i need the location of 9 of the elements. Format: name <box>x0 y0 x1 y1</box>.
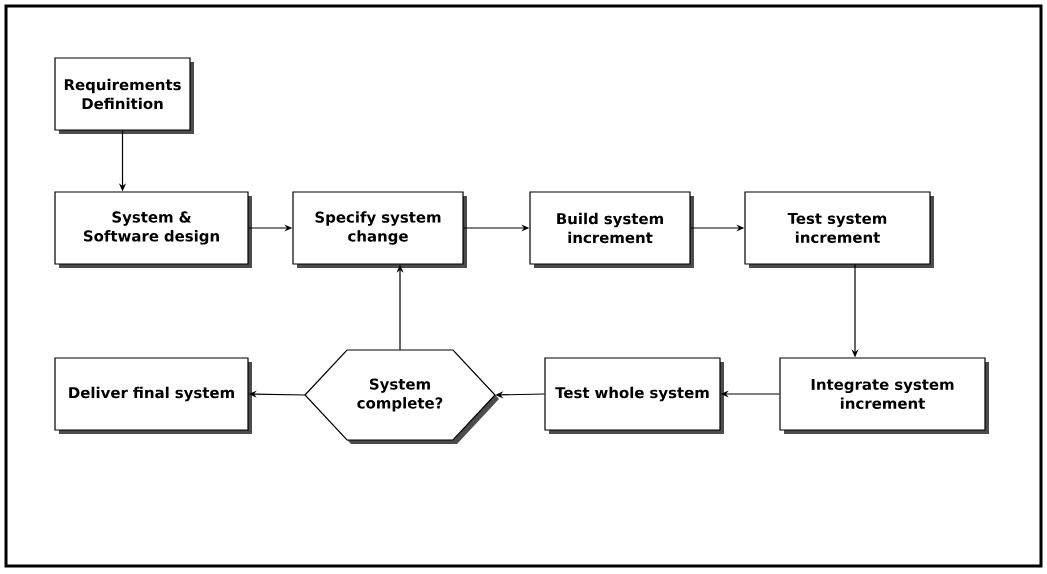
process-box: System & Software design <box>54 191 252 268</box>
process-box: Integrate system increment <box>779 357 989 434</box>
process-box: Requirements Definition <box>54 57 194 134</box>
process-box: Test whole system <box>544 357 724 434</box>
process-box: Build system increment <box>529 191 694 268</box>
decision-hexagon: System complete? <box>304 349 499 444</box>
process-box: Specify system change <box>292 191 467 268</box>
process-box: Test system increment <box>744 191 934 268</box>
process-box: Deliver final system <box>54 357 252 434</box>
